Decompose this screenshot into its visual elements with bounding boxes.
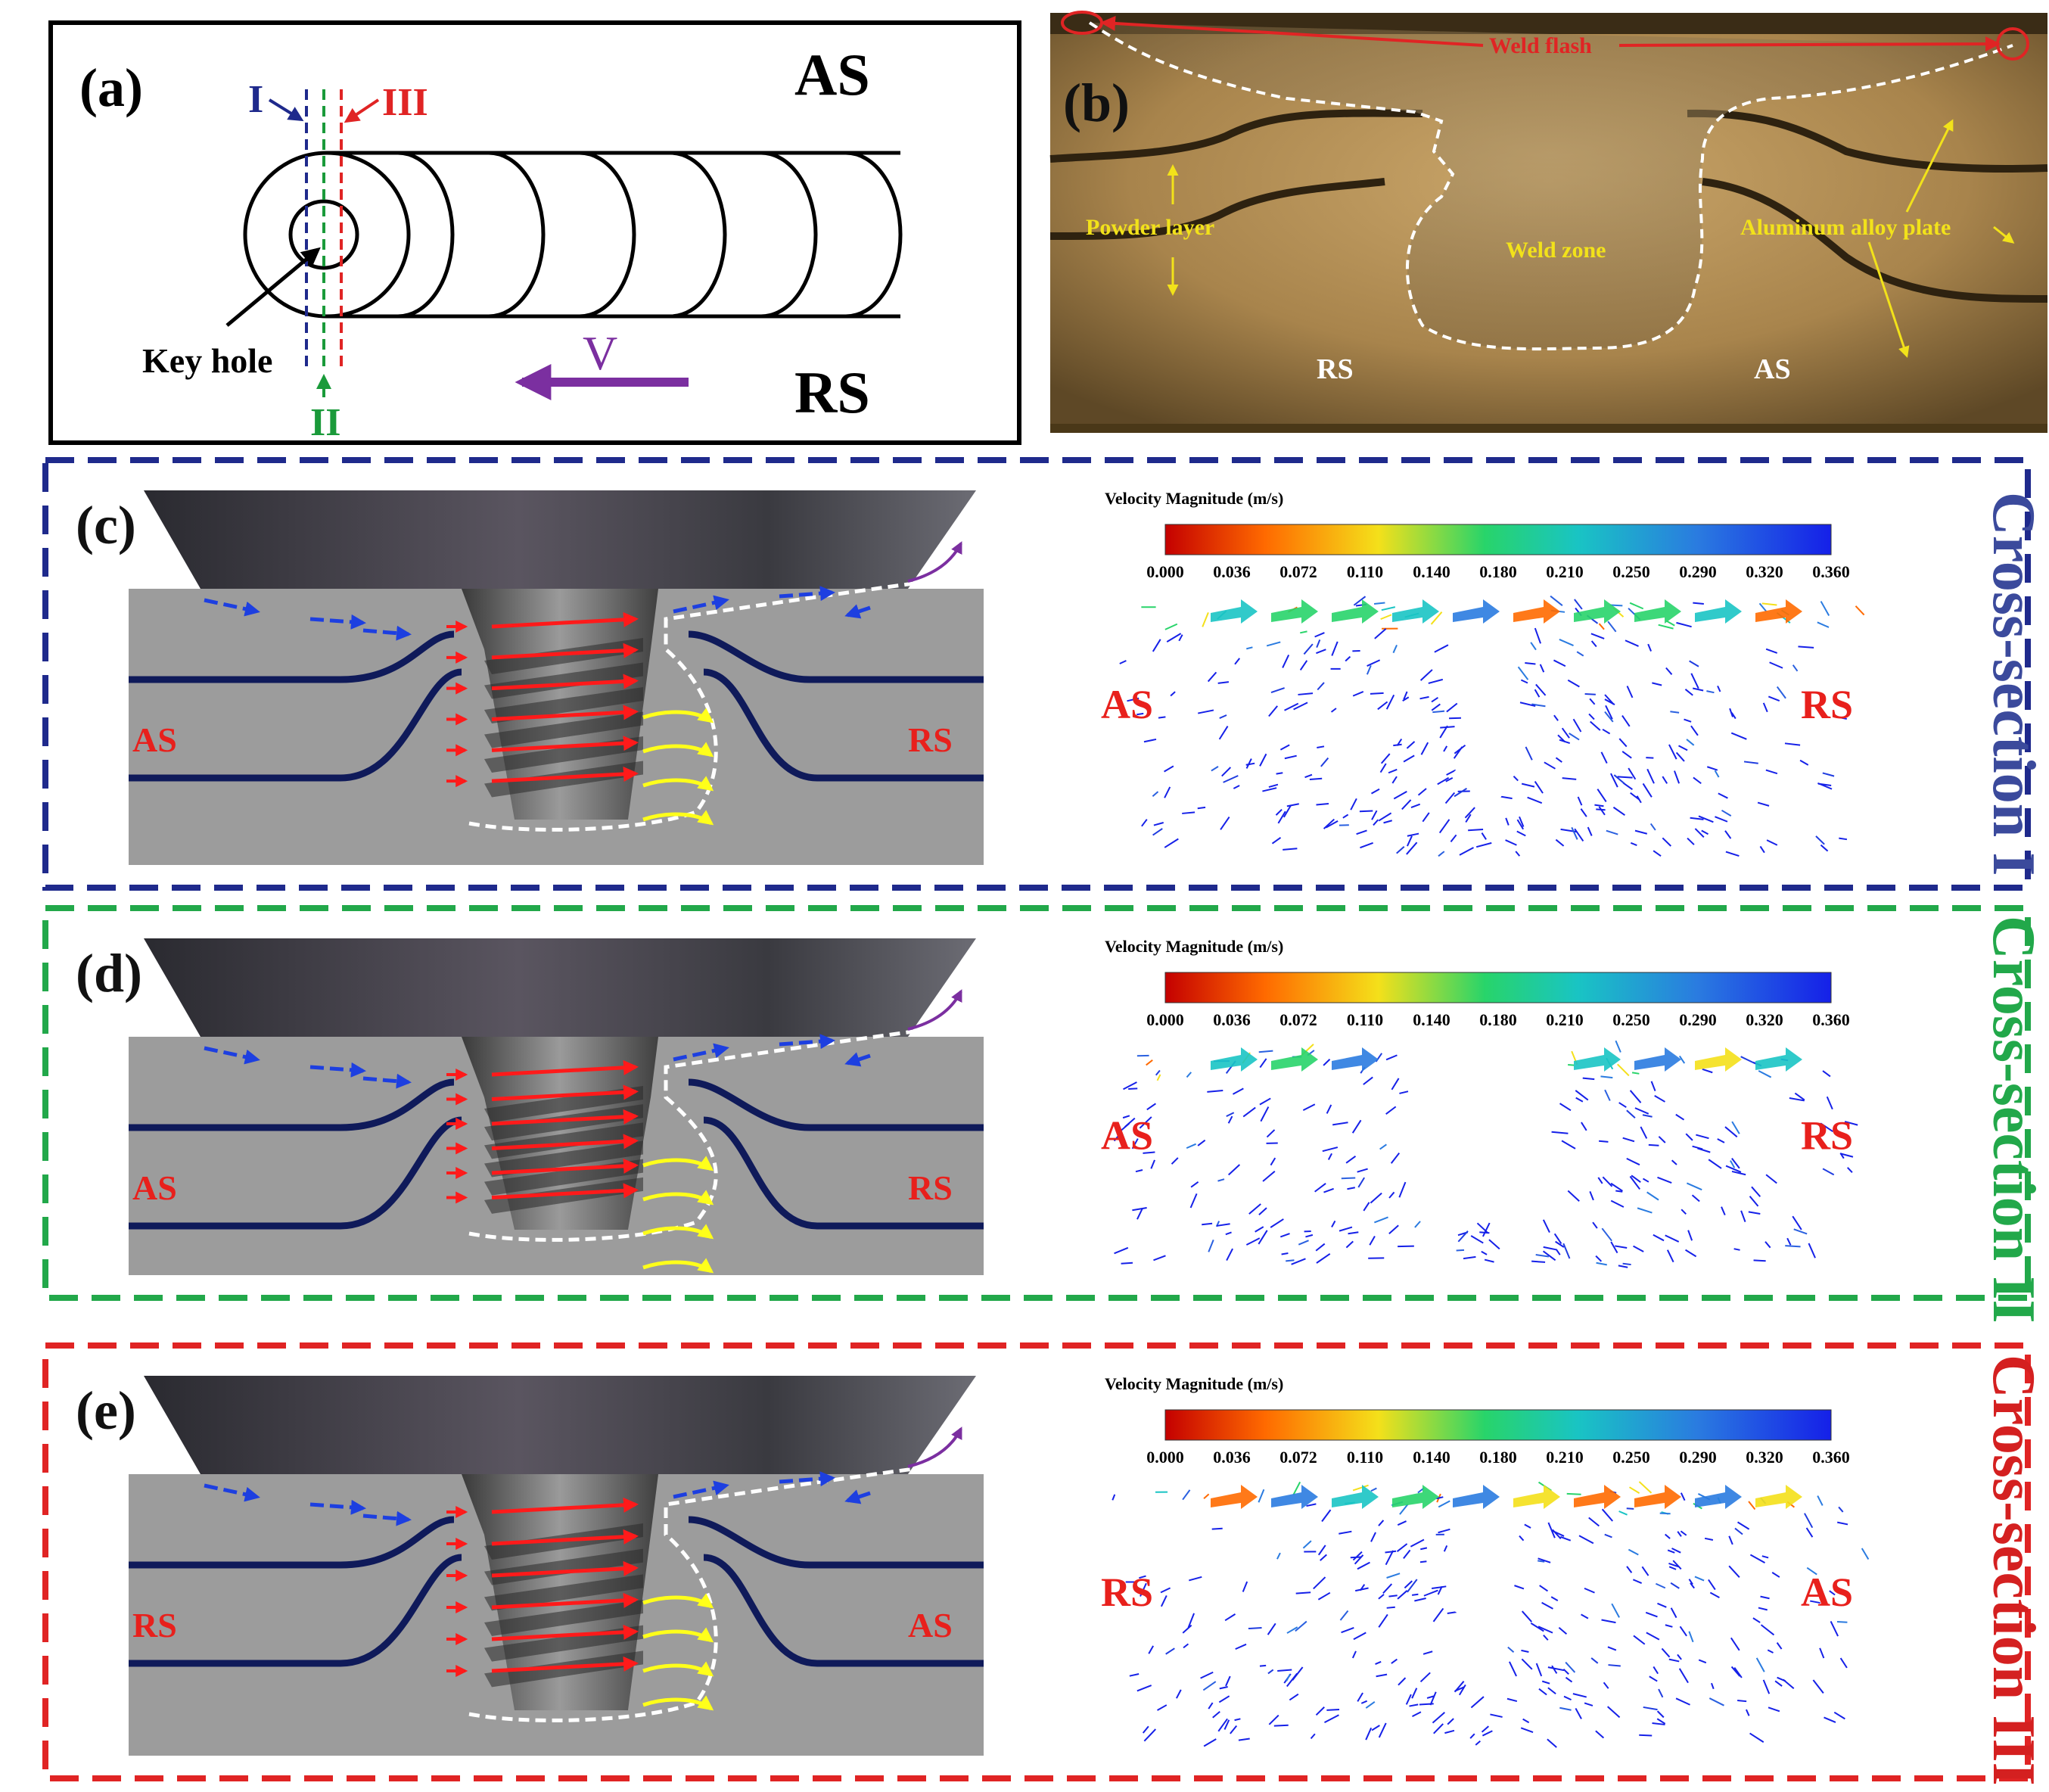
colorbar-tick: 0.210 [1546, 1010, 1584, 1029]
cross-section-panel-c: (c) AS RS Velocity Magnitude (m/s) 0.000 0.03… [42, 457, 2031, 891]
colorbar-tick: 0.000 [1146, 1010, 1184, 1029]
cross-section-III-title: Cross-section III [1980, 1355, 2047, 1786]
section-III-pointer [344, 98, 380, 123]
cross-section-panel-e: (e) RS AS Velocity Magnitude (m/s) 0.000 0.03… [42, 1342, 2031, 1781]
tool-footprints [243, 151, 903, 319]
weld-zone-label: Weld zone [1506, 238, 1606, 263]
velocity-e-left-side: RS [1101, 1570, 1153, 1615]
panel-e-frame [42, 1342, 2031, 1781]
panel-c-left-side: AS [132, 720, 177, 759]
velocity-d-right-side: RS [1801, 1112, 1853, 1158]
section-I-pointer [268, 98, 304, 122]
powder-layer-label: Powder layer [1086, 215, 1214, 240]
colorbar-tick: 0.360 [1812, 1010, 1850, 1029]
colorbar-tick: 0.210 [1546, 562, 1584, 581]
colorbar-tick: 0.140 [1413, 1448, 1450, 1467]
aluminum-plate-label: Aluminum alloy plate [1740, 215, 1951, 240]
section-II-label: II [310, 401, 340, 444]
colorbar-tick: 0.210 [1546, 1448, 1584, 1467]
colorbar-tick: 0.250 [1612, 1010, 1650, 1029]
velocity-c-left-side: AS [1101, 682, 1153, 727]
panel-e-left-side: RS [132, 1606, 177, 1644]
section-III-label: III [382, 81, 428, 124]
tool-shoulder-d [144, 938, 976, 1037]
panel-c-right-side: RS [908, 720, 953, 759]
colorbar-e [1164, 1409, 1832, 1441]
tool-shoulder-e [144, 1376, 976, 1474]
colorbar-tick: 0.000 [1146, 562, 1184, 581]
colorbar-title-e: Velocity Magnitude (m/s) [1105, 1374, 1283, 1393]
colorbar-tick: 0.290 [1679, 562, 1717, 581]
colorbar-tick: 0.320 [1746, 1448, 1783, 1467]
panel-d-right-side: RS [908, 1168, 953, 1207]
velocity-label: V [583, 326, 617, 380]
panel-d-label: (d) [76, 943, 142, 1003]
colorbar-tick: 0.290 [1679, 1010, 1717, 1029]
cross-section-panel-d: (d) AS RS Velocity Magnitude (m/s) 0.000 0.03… [42, 905, 2031, 1301]
colorbar-tick: 0.140 [1413, 562, 1450, 581]
colorbar-tick: 0.320 [1746, 562, 1783, 581]
colorbar-tick: 0.036 [1213, 562, 1251, 581]
velocity-d-left-side: AS [1101, 1112, 1153, 1158]
tool-shoulder-c [144, 490, 976, 589]
panel-c-frame [42, 457, 2031, 891]
colorbar-tick: 0.072 [1279, 562, 1317, 581]
colorbar-title-d: Velocity Magnitude (m/s) [1105, 937, 1283, 956]
colorbar-tick: 0.036 [1213, 1010, 1251, 1029]
colorbar-tick: 0.036 [1213, 1448, 1251, 1467]
colorbar-tick: 0.110 [1347, 1010, 1383, 1029]
panel-e-right-side: AS [908, 1606, 953, 1644]
colorbar-tick: 0.290 [1679, 1448, 1717, 1467]
colorbar-tick: 0.072 [1279, 1010, 1317, 1029]
colorbar-c [1164, 524, 1832, 555]
colorbar-tick: 0.320 [1746, 1010, 1783, 1029]
cross-section-II-title: Cross-section II [1980, 916, 2047, 1324]
as-label: AS [794, 42, 870, 107]
colorbar-tick: 0.140 [1413, 1010, 1450, 1029]
colorbar-tick: 0.250 [1612, 562, 1650, 581]
panel-d-left-side: AS [132, 1168, 177, 1207]
colorbar-title-c: Velocity Magnitude (m/s) [1105, 489, 1283, 508]
keyhole-label: Key hole [142, 341, 272, 380]
photo-as-label: AS [1754, 353, 1791, 385]
colorbar-tick: 0.360 [1812, 1448, 1850, 1467]
colorbar-tick: 0.110 [1347, 1448, 1383, 1467]
panel-d-frame [42, 905, 2031, 1301]
velocity-c-right-side: RS [1801, 682, 1853, 727]
photo-rs-label: RS [1317, 353, 1354, 385]
cross-section-I-title: Cross-section I [1980, 492, 2047, 876]
velocity-e-right-side: AS [1801, 1570, 1853, 1615]
colorbar-tick: 0.180 [1479, 1448, 1517, 1467]
colorbar-tick: 0.180 [1479, 1010, 1517, 1029]
keyhole-pointer [225, 247, 321, 327]
panel-e-label: (e) [76, 1380, 136, 1441]
colorbar-tick: 0.000 [1146, 1448, 1184, 1467]
colorbar-d [1164, 972, 1832, 1003]
panel-a-label: (a) [79, 58, 143, 118]
weld-flash-label: Weld flash [1489, 33, 1592, 58]
rs-label: RS [794, 359, 870, 425]
colorbar-tick: 0.110 [1347, 562, 1383, 581]
weld-zone-outline [1088, 21, 2013, 351]
colorbar-tick: 0.180 [1479, 562, 1517, 581]
colorbar-tick: 0.250 [1612, 1448, 1650, 1467]
panel-c-label: (c) [76, 495, 136, 555]
colorbar-tick: 0.360 [1812, 562, 1850, 581]
panel-a: (a) AS RS I III II Key hole V [48, 20, 1021, 445]
panel-b-label: (b) [1063, 73, 1130, 133]
panel-b: Weld flash (b) Powder layer Weld zone Al… [1049, 11, 2048, 433]
colorbar-tick: 0.072 [1279, 1448, 1317, 1467]
section-I-label: I [248, 78, 263, 121]
